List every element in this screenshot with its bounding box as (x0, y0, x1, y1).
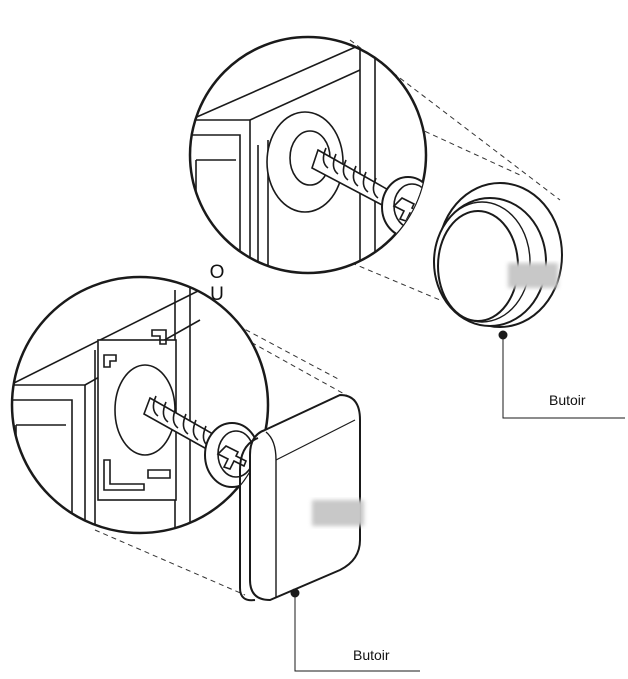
top-magnifier-circle (188, 35, 428, 275)
top-blurred-logo (508, 263, 558, 288)
or-label-line2: U (210, 284, 224, 305)
butoir-label-top: Butoir (549, 392, 586, 408)
butoir-label-bottom: Butoir (353, 647, 390, 663)
or-label-line1: O (209, 262, 225, 283)
round-bumper (433, 182, 563, 328)
bottom-blurred-logo (312, 500, 364, 526)
top-screw-head (381, 176, 426, 238)
bottom-screw-head (204, 422, 260, 488)
or-label: O U (207, 262, 227, 306)
bottom-leader-line (290, 588, 420, 672)
bottom-magnifier-circle (10, 275, 270, 535)
top-leader-line (498, 330, 625, 419)
rectangular-bumper (239, 393, 364, 602)
top-screw-hole (266, 111, 344, 213)
